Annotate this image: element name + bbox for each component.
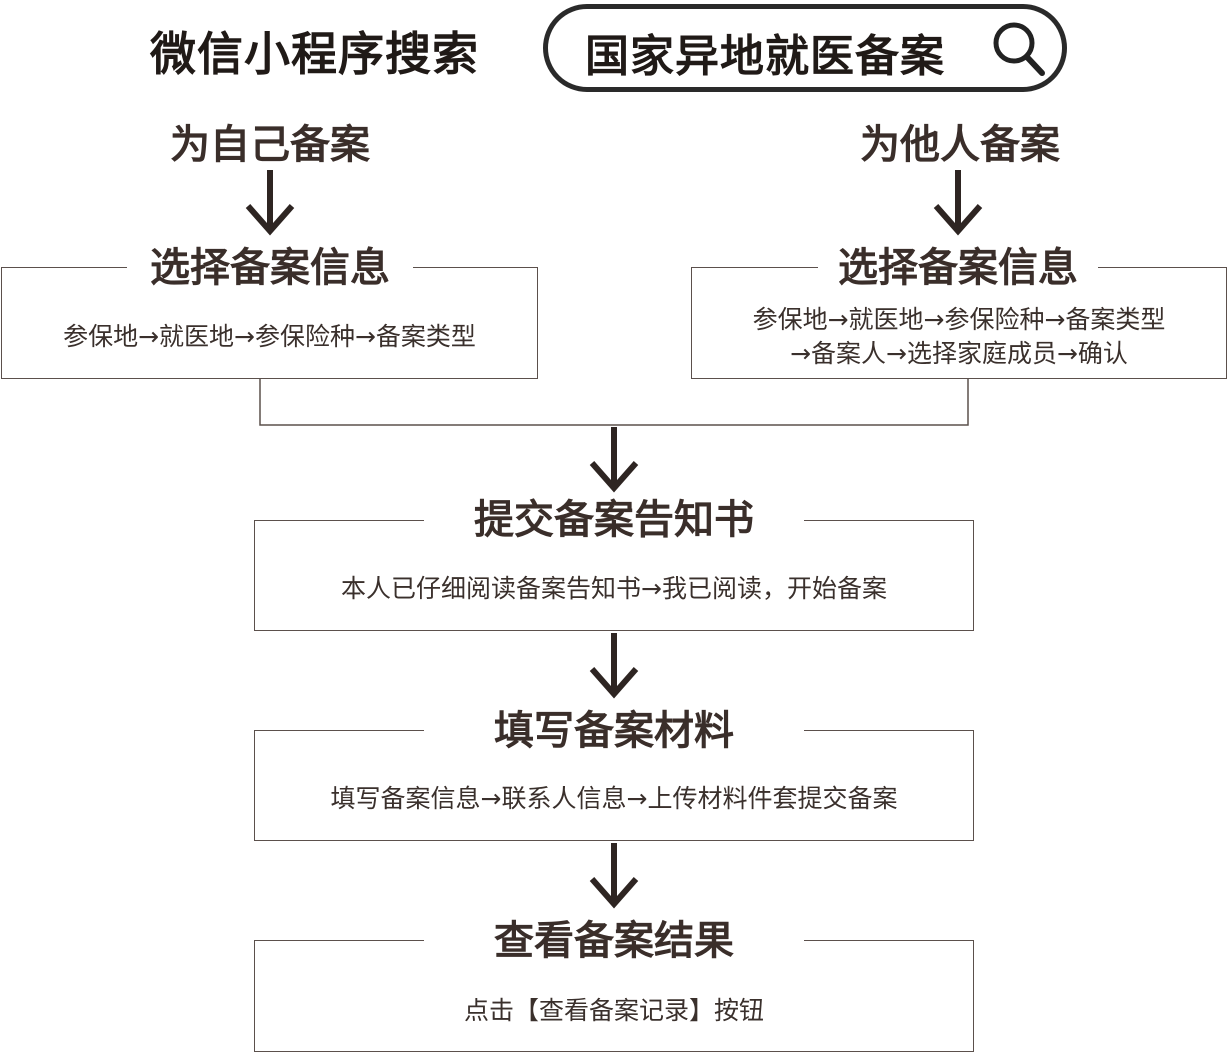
step-text-select-self: 参保地→就医地→参保险种→备案类型	[63, 322, 476, 351]
step-title-result: 查看备案结果	[424, 916, 804, 966]
step-title-materials: 填写备案材料	[424, 706, 804, 756]
branch-label-self: 为自己备案	[170, 122, 370, 168]
step-text-materials: 填写备案信息→联系人信息→上传材料件套提交备案	[330, 784, 898, 813]
branch-label-other: 为他人备案	[860, 122, 1060, 168]
step-text-notice: 本人已仔细阅读备案告知书→我已阅读，开始备案	[341, 574, 887, 603]
search-icon	[993, 22, 1045, 76]
step-text-select-other-line1: 参保地→就医地→参保险种→备案类型	[752, 305, 1166, 334]
step-text-select-other-line2: →备案人→选择家庭成员→确认	[790, 339, 1128, 368]
arrow-to-materials	[589, 633, 639, 699]
arrow-to-notice	[589, 427, 639, 493]
arrow-self-branch	[245, 170, 295, 236]
step-title-select-self: 选择备案信息	[127, 243, 413, 293]
arrow-to-result	[589, 843, 639, 909]
arrow-other-branch	[933, 170, 983, 236]
merge-bracket	[259, 379, 969, 426]
search-prompt-label: 微信小程序搜索	[150, 27, 479, 81]
step-title-select-other: 选择备案信息	[818, 243, 1098, 293]
step-text-result: 点击【查看备案记录】按钮	[463, 996, 764, 1025]
step-title-notice: 提交备案告知书	[424, 495, 804, 545]
search-box[interactable]	[543, 4, 1067, 92]
search-box-text: 国家异地就医备案	[585, 31, 945, 82]
